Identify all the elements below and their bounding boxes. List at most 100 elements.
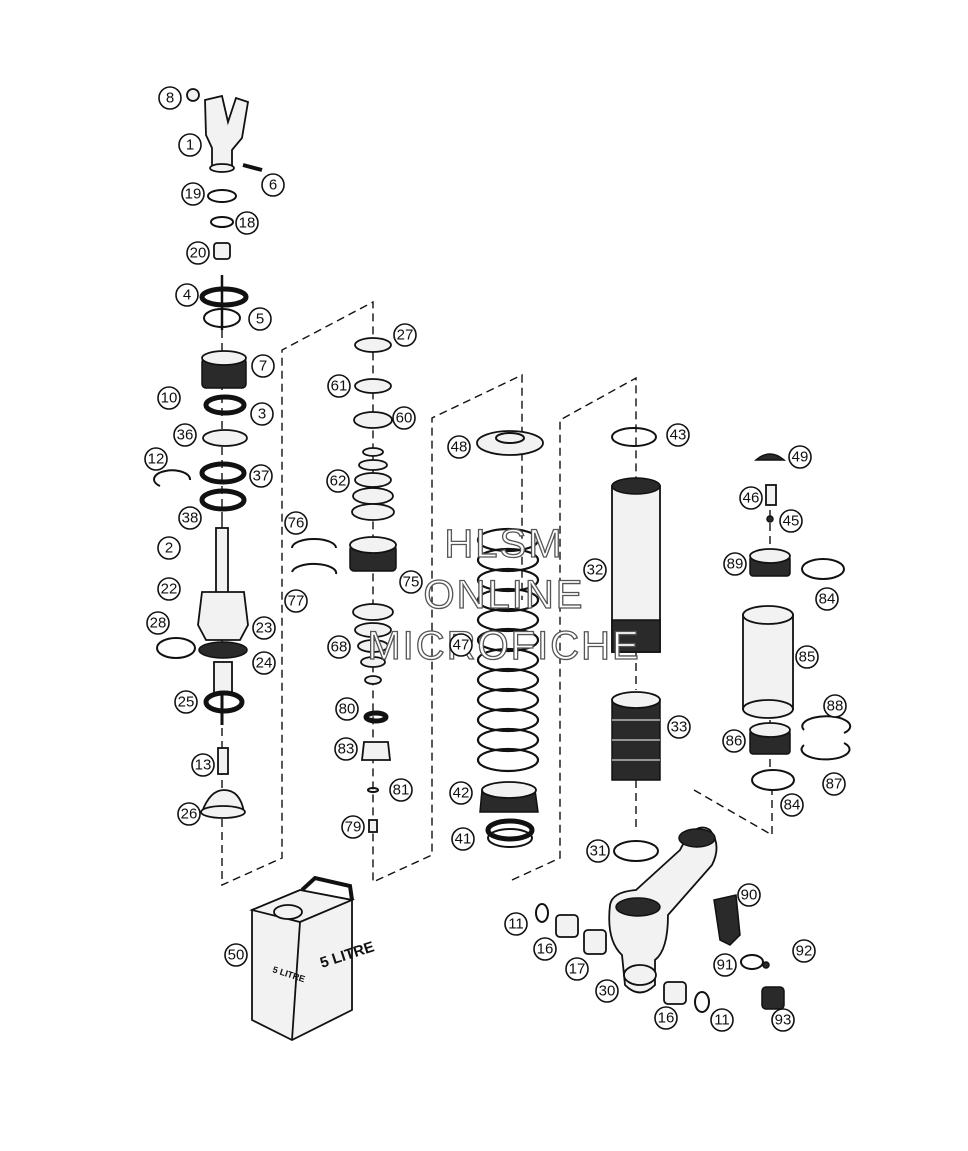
svg-text:50: 50: [228, 947, 245, 964]
callout-36: 36: [173, 423, 197, 447]
svg-text:16: 16: [658, 1010, 675, 1027]
callout-89: 89: [723, 552, 747, 576]
svg-text:37: 37: [253, 468, 270, 485]
svg-text:83: 83: [338, 741, 355, 758]
shim-stack-assembly: [291, 337, 397, 833]
callout-3: 3: [250, 402, 274, 426]
callout-16-right: 16: [654, 1006, 678, 1030]
svg-text:1: 1: [186, 137, 194, 154]
svg-text:33: 33: [671, 719, 688, 736]
svg-text:49: 49: [792, 449, 809, 466]
svg-text:80: 80: [339, 701, 356, 718]
callout-42: 42: [449, 781, 473, 805]
watermark-line-1: HLSM: [444, 522, 563, 566]
svg-text:41: 41: [455, 831, 472, 848]
callout-62: 62: [326, 469, 350, 493]
callout-68: 68: [327, 635, 351, 659]
callout-4: 4: [175, 283, 199, 307]
svg-text:32: 32: [587, 562, 604, 579]
callout-28: 28: [146, 611, 170, 635]
svg-text:81: 81: [393, 782, 410, 799]
svg-text:19: 19: [185, 186, 202, 203]
callout-25: 25: [174, 690, 198, 714]
callout-60: 60: [392, 406, 416, 430]
callout-17: 17: [565, 957, 589, 981]
svg-text:88: 88: [827, 698, 844, 715]
svg-text:30: 30: [599, 983, 616, 1000]
callout-92: 92: [792, 939, 816, 963]
svg-text:24: 24: [256, 655, 273, 672]
callout-46: 46: [739, 486, 763, 510]
callout-7: 7: [251, 354, 275, 378]
svg-text:92: 92: [796, 943, 813, 960]
svg-text:36: 36: [177, 427, 194, 444]
svg-text:61: 61: [331, 378, 348, 395]
callout-19: 19: [181, 182, 205, 206]
svg-text:90: 90: [741, 887, 758, 904]
svg-text:5: 5: [256, 311, 264, 328]
watermark: HLSM ONLINE MICROFICHE: [367, 521, 640, 668]
callout-91: 91: [713, 953, 737, 977]
callout-20: 20: [186, 241, 210, 265]
svg-text:10: 10: [161, 390, 178, 407]
callout-23: 23: [252, 616, 276, 640]
oil-can-5-litre: 5 LITRE 5 LITRE: [249, 875, 376, 1042]
callout-26: 26: [177, 802, 201, 826]
callout-32: 32: [583, 558, 607, 582]
svg-text:22: 22: [161, 581, 178, 598]
svg-text:79: 79: [345, 819, 362, 836]
callout-88: 88: [823, 694, 847, 718]
svg-text:86: 86: [726, 733, 743, 750]
svg-text:13: 13: [195, 757, 212, 774]
reservoir-assembly: [742, 453, 852, 791]
svg-text:48: 48: [451, 439, 468, 456]
callout-87: 87: [822, 772, 846, 796]
svg-text:43: 43: [670, 427, 687, 444]
callout-41: 41: [451, 827, 475, 851]
callout-18: 18: [235, 211, 259, 235]
svg-text:76: 76: [288, 515, 305, 532]
svg-text:77: 77: [288, 593, 305, 610]
callout-80: 80: [335, 697, 359, 721]
callout-8: 8: [158, 86, 182, 110]
svg-text:62: 62: [330, 473, 347, 490]
svg-text:87: 87: [826, 776, 843, 793]
callout-79: 79: [341, 815, 365, 839]
callout-11-left: 11: [504, 912, 528, 936]
svg-text:31: 31: [590, 843, 607, 860]
callout-24: 24: [252, 651, 276, 675]
callout-45: 45: [779, 509, 803, 533]
callout-31: 31: [586, 839, 610, 863]
svg-text:12: 12: [148, 451, 165, 468]
svg-text:11: 11: [508, 916, 524, 933]
svg-text:18: 18: [239, 215, 256, 232]
svg-text:84: 84: [819, 591, 836, 608]
svg-text:25: 25: [178, 694, 195, 711]
svg-text:20: 20: [190, 245, 207, 262]
callout-76: 76: [284, 511, 308, 535]
callout-93: 93: [771, 1008, 795, 1032]
callout-83: 83: [334, 737, 358, 761]
callout-27: 27: [393, 323, 417, 347]
svg-text:91: 91: [717, 957, 734, 974]
svg-text:93: 93: [775, 1012, 792, 1029]
callout-22: 22: [157, 577, 181, 601]
spring-assembly: [476, 430, 544, 848]
svg-text:47: 47: [453, 637, 470, 654]
svg-text:23: 23: [256, 620, 273, 637]
svg-text:89: 89: [727, 556, 744, 573]
callout-81: 81: [389, 778, 413, 802]
callout-49: 49: [788, 445, 812, 469]
svg-text:3: 3: [258, 406, 266, 423]
callout-labels: 8 1 6 19 18 20 4 5 7 10 3 36 12 37 38 2 …: [144, 86, 847, 1032]
svg-text:11: 11: [714, 1012, 730, 1029]
svg-text:2: 2: [165, 540, 173, 557]
callout-10: 10: [157, 386, 181, 410]
svg-text:17: 17: [569, 961, 586, 978]
svg-text:60: 60: [396, 410, 413, 427]
callout-6: 6: [261, 173, 285, 197]
svg-text:26: 26: [181, 806, 198, 823]
svg-text:16: 16: [537, 941, 554, 958]
callout-85: 85: [795, 645, 819, 669]
